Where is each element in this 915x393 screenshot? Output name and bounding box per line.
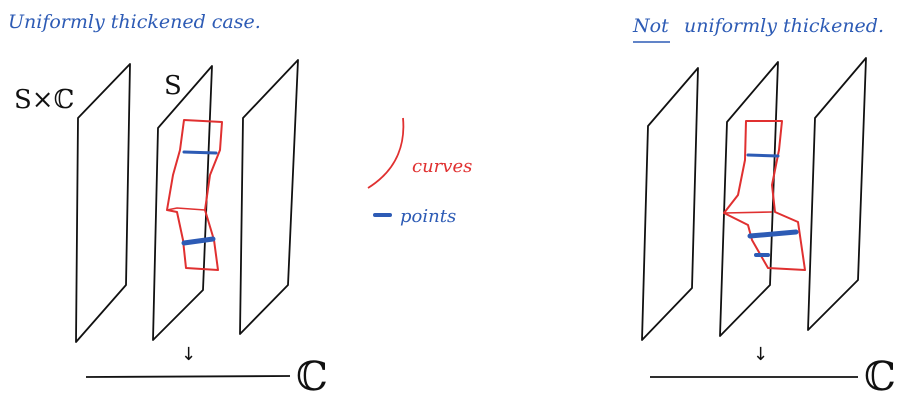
left-plane-3: [239, 59, 299, 335]
left-point-upper: [182, 150, 218, 155]
left-plane-1: [75, 63, 131, 343]
label-product-space: S×ℂ: [14, 85, 74, 115]
left-plane-2: [152, 65, 213, 341]
legend-curves-label: curves: [412, 156, 472, 177]
right-curve-tube: [723, 120, 806, 271]
legend-points-label: points: [400, 206, 456, 227]
right-curve-tube-waist: [723, 211, 773, 214]
right-point-upper: [746, 153, 780, 158]
right-title-rest: uniformly thickened.: [684, 15, 884, 37]
right-point-lower: [747, 229, 799, 239]
left-curve-tube: [166, 119, 223, 271]
right-down-arrow: ↓: [753, 344, 768, 365]
right-base-symbol: ℂ: [864, 354, 896, 393]
left-base-line: [85, 375, 291, 378]
legend-curve-sample: [367, 117, 405, 189]
right-title-not: Not: [632, 15, 669, 37]
right-plane-2: [719, 61, 779, 337]
right-plane-3: [807, 57, 867, 331]
left-curve-tube-waist: [166, 207, 206, 211]
left-title: Uniformly thickened case.: [8, 11, 261, 33]
left-point-lower: [181, 236, 216, 246]
left-down-arrow: ↓: [181, 344, 196, 365]
label-fiber-s: S: [164, 71, 182, 101]
right-plane-1: [641, 67, 699, 341]
left-base-symbol: ℂ: [296, 354, 328, 393]
